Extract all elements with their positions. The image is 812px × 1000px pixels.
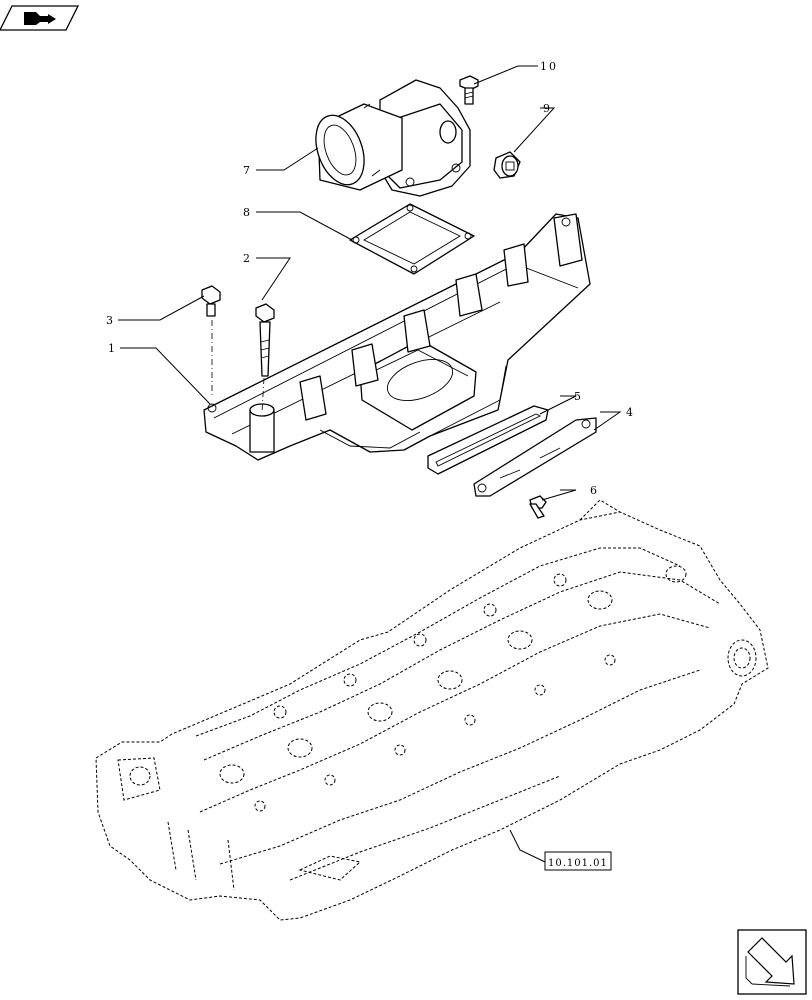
next-page-arrow-icon[interactable] — [737, 929, 807, 995]
part-6-bolt — [529, 495, 547, 519]
callouts: 1 2 3 4 5 6 7 8 9 10 — [106, 60, 635, 497]
cylinder-head-reference — [95, 499, 769, 921]
part-5-gasket — [427, 405, 549, 475]
part-3-bolt — [201, 285, 221, 398]
callout-4: 4 — [626, 406, 635, 419]
callout-3: 3 — [106, 314, 115, 327]
part-10-bolt — [459, 75, 479, 105]
callout-8: 8 — [243, 206, 252, 219]
part-7-outlet-elbow — [315, 79, 471, 197]
part-8-gasket — [349, 203, 475, 275]
book-arrow-icon[interactable] — [0, 5, 80, 31]
callout-7: 7 — [243, 164, 252, 177]
callout-9: 9 — [543, 102, 552, 115]
reference-label: 10.101.01 — [509, 829, 612, 871]
part-1-intake-manifold — [203, 213, 591, 461]
part-2-long-bolt — [255, 303, 275, 413]
callout-2: 2 — [243, 252, 252, 265]
callout-10: 10 — [540, 60, 558, 73]
leader-lines — [118, 65, 622, 501]
callout-5: 5 — [574, 390, 583, 403]
part-9-bushing — [493, 151, 521, 179]
part-4-plate — [473, 417, 597, 497]
reference-text: 10.101.01 — [548, 858, 608, 869]
callout-6: 6 — [590, 484, 599, 497]
callout-1: 1 — [108, 342, 117, 355]
